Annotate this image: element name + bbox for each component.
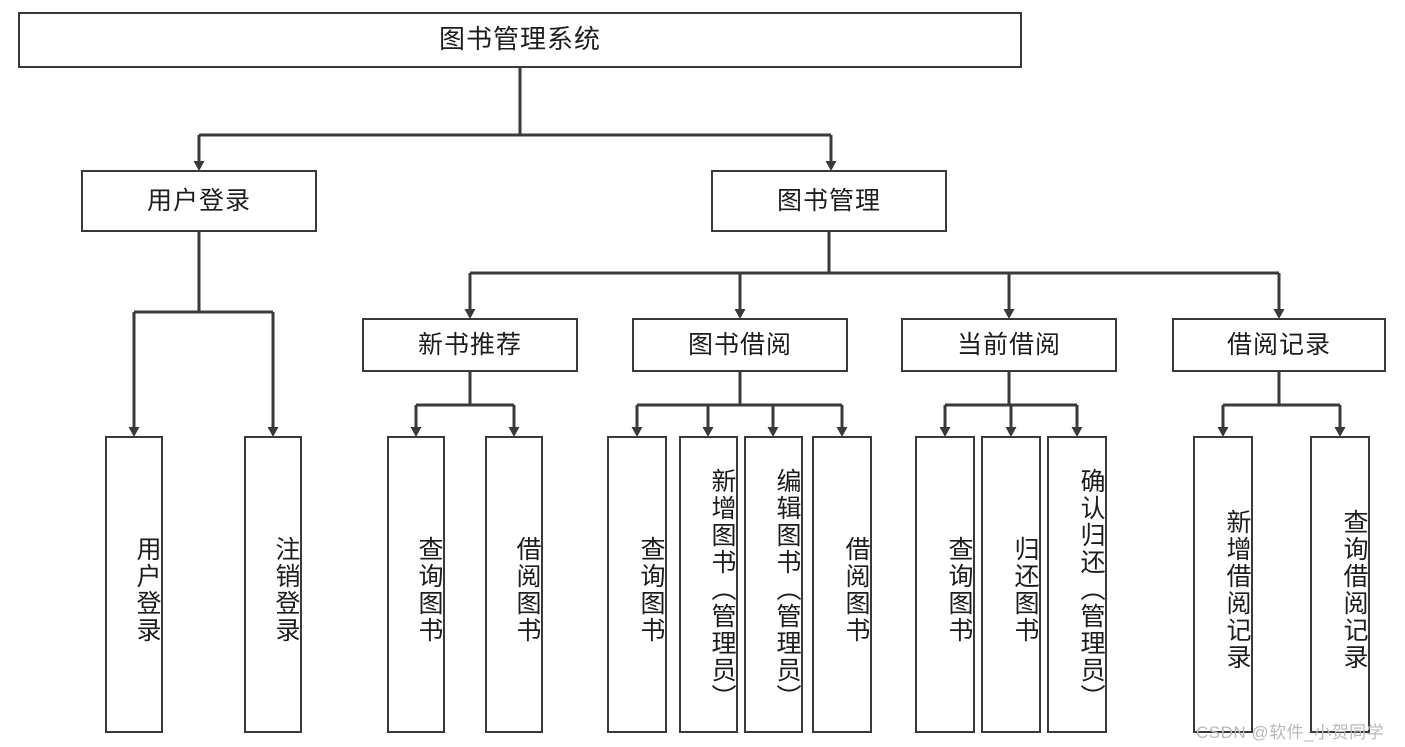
leaf-borrow-book-newbook[interactable]: 借阅图书: [485, 436, 543, 733]
leaf-query-book-borrow[interactable]: 查询图书: [607, 436, 667, 733]
leaf-lend-book[interactable]: 借阅图书: [812, 436, 872, 733]
node-book-borrow[interactable]: 图书借阅: [632, 318, 848, 372]
node-current-borrow[interactable]: 当前借阅: [901, 318, 1117, 372]
csdn-watermark: CSDN @软件_小贺同学: [1196, 723, 1385, 742]
node-book-management[interactable]: 图书管理: [711, 170, 947, 232]
leaf-return-book[interactable]: 归还图书: [981, 436, 1041, 733]
node-user-login[interactable]: 用户登录: [81, 170, 317, 232]
leaf-user-logout[interactable]: 注销登录: [244, 436, 302, 733]
leaf-user-login[interactable]: 用户登录: [105, 436, 163, 733]
node-new-book-recommend[interactable]: 新书推荐: [362, 318, 578, 372]
leaf-query-book-newbook[interactable]: 查询图书: [387, 436, 445, 733]
leaf-query-book-current[interactable]: 查询图书: [915, 436, 975, 733]
leaf-add-borrow-record[interactable]: 新增借阅记录: [1193, 436, 1253, 733]
node-borrow-records[interactable]: 借阅记录: [1172, 318, 1386, 372]
leaf-add-book-admin[interactable]: 新增图书（管理员）: [679, 436, 738, 733]
leaf-query-borrow-record[interactable]: 查询借阅记录: [1310, 436, 1370, 733]
leaf-confirm-return-admin[interactable]: 确认归还（管理员）: [1047, 436, 1107, 733]
node-root[interactable]: 图书管理系统: [18, 12, 1022, 68]
leaf-edit-book-admin[interactable]: 编辑图书（管理员）: [744, 436, 803, 733]
